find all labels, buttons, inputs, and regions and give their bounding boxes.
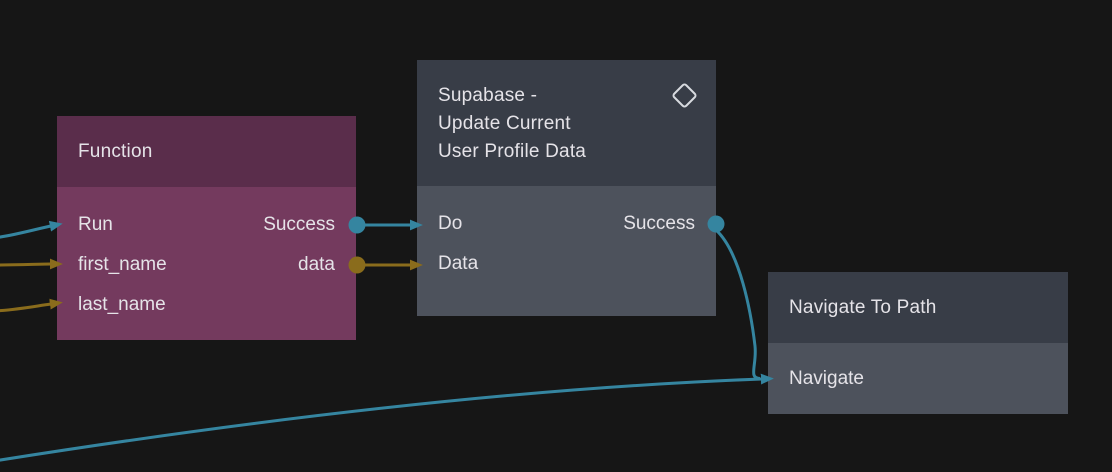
edge-signal-to-navigate[interactable] bbox=[0, 373, 774, 462]
port-row: Run Success bbox=[57, 205, 356, 245]
node-navigate-header[interactable]: Navigate To Path bbox=[768, 272, 1068, 343]
port-row: Navigate bbox=[768, 359, 1068, 399]
node-supabase-body: Do Success Data bbox=[417, 186, 716, 316]
output-port-success[interactable]: Success bbox=[623, 213, 695, 234]
edge-data-to-first-name[interactable] bbox=[0, 258, 63, 270]
edge-data-to-last-name[interactable] bbox=[0, 298, 63, 313]
input-port-last-name[interactable]: last_name bbox=[78, 294, 166, 315]
diamond-icon bbox=[671, 82, 698, 109]
node-function-title: Function bbox=[78, 140, 153, 162]
input-port-run[interactable]: Run bbox=[78, 214, 113, 235]
input-port-data[interactable]: Data bbox=[438, 253, 479, 274]
port-row: Data bbox=[417, 244, 716, 284]
input-port-first-name[interactable]: first_name bbox=[78, 254, 167, 275]
port-row: Do Success bbox=[417, 204, 716, 244]
output-port-success[interactable]: Success bbox=[263, 214, 335, 235]
input-port-navigate[interactable]: Navigate bbox=[789, 368, 864, 389]
edge-signal-to-run[interactable] bbox=[0, 220, 63, 239]
node-navigate-body: Navigate bbox=[768, 343, 1068, 414]
node-supabase-update-profile[interactable]: Supabase - Update Current User Profile D… bbox=[417, 60, 716, 316]
input-port-do[interactable]: Do bbox=[438, 213, 463, 234]
edge-success-to-navigate[interactable] bbox=[714, 228, 761, 380]
output-port-data[interactable]: data bbox=[298, 254, 335, 275]
port-row: first_name data bbox=[57, 245, 356, 285]
node-supabase-title: Supabase - Update Current User Profile D… bbox=[438, 85, 587, 162]
node-supabase-header[interactable]: Supabase - Update Current User Profile D… bbox=[417, 60, 716, 186]
node-function-header[interactable]: Function bbox=[57, 116, 356, 187]
port-row: last_name bbox=[57, 285, 356, 325]
node-function[interactable]: Function Run Success first_name data las… bbox=[57, 116, 356, 340]
node-navigate-title: Navigate To Path bbox=[789, 296, 937, 318]
node-function-body: Run Success first_name data last_name bbox=[57, 187, 356, 340]
node-navigate-to-path[interactable]: Navigate To Path Navigate bbox=[768, 272, 1068, 414]
